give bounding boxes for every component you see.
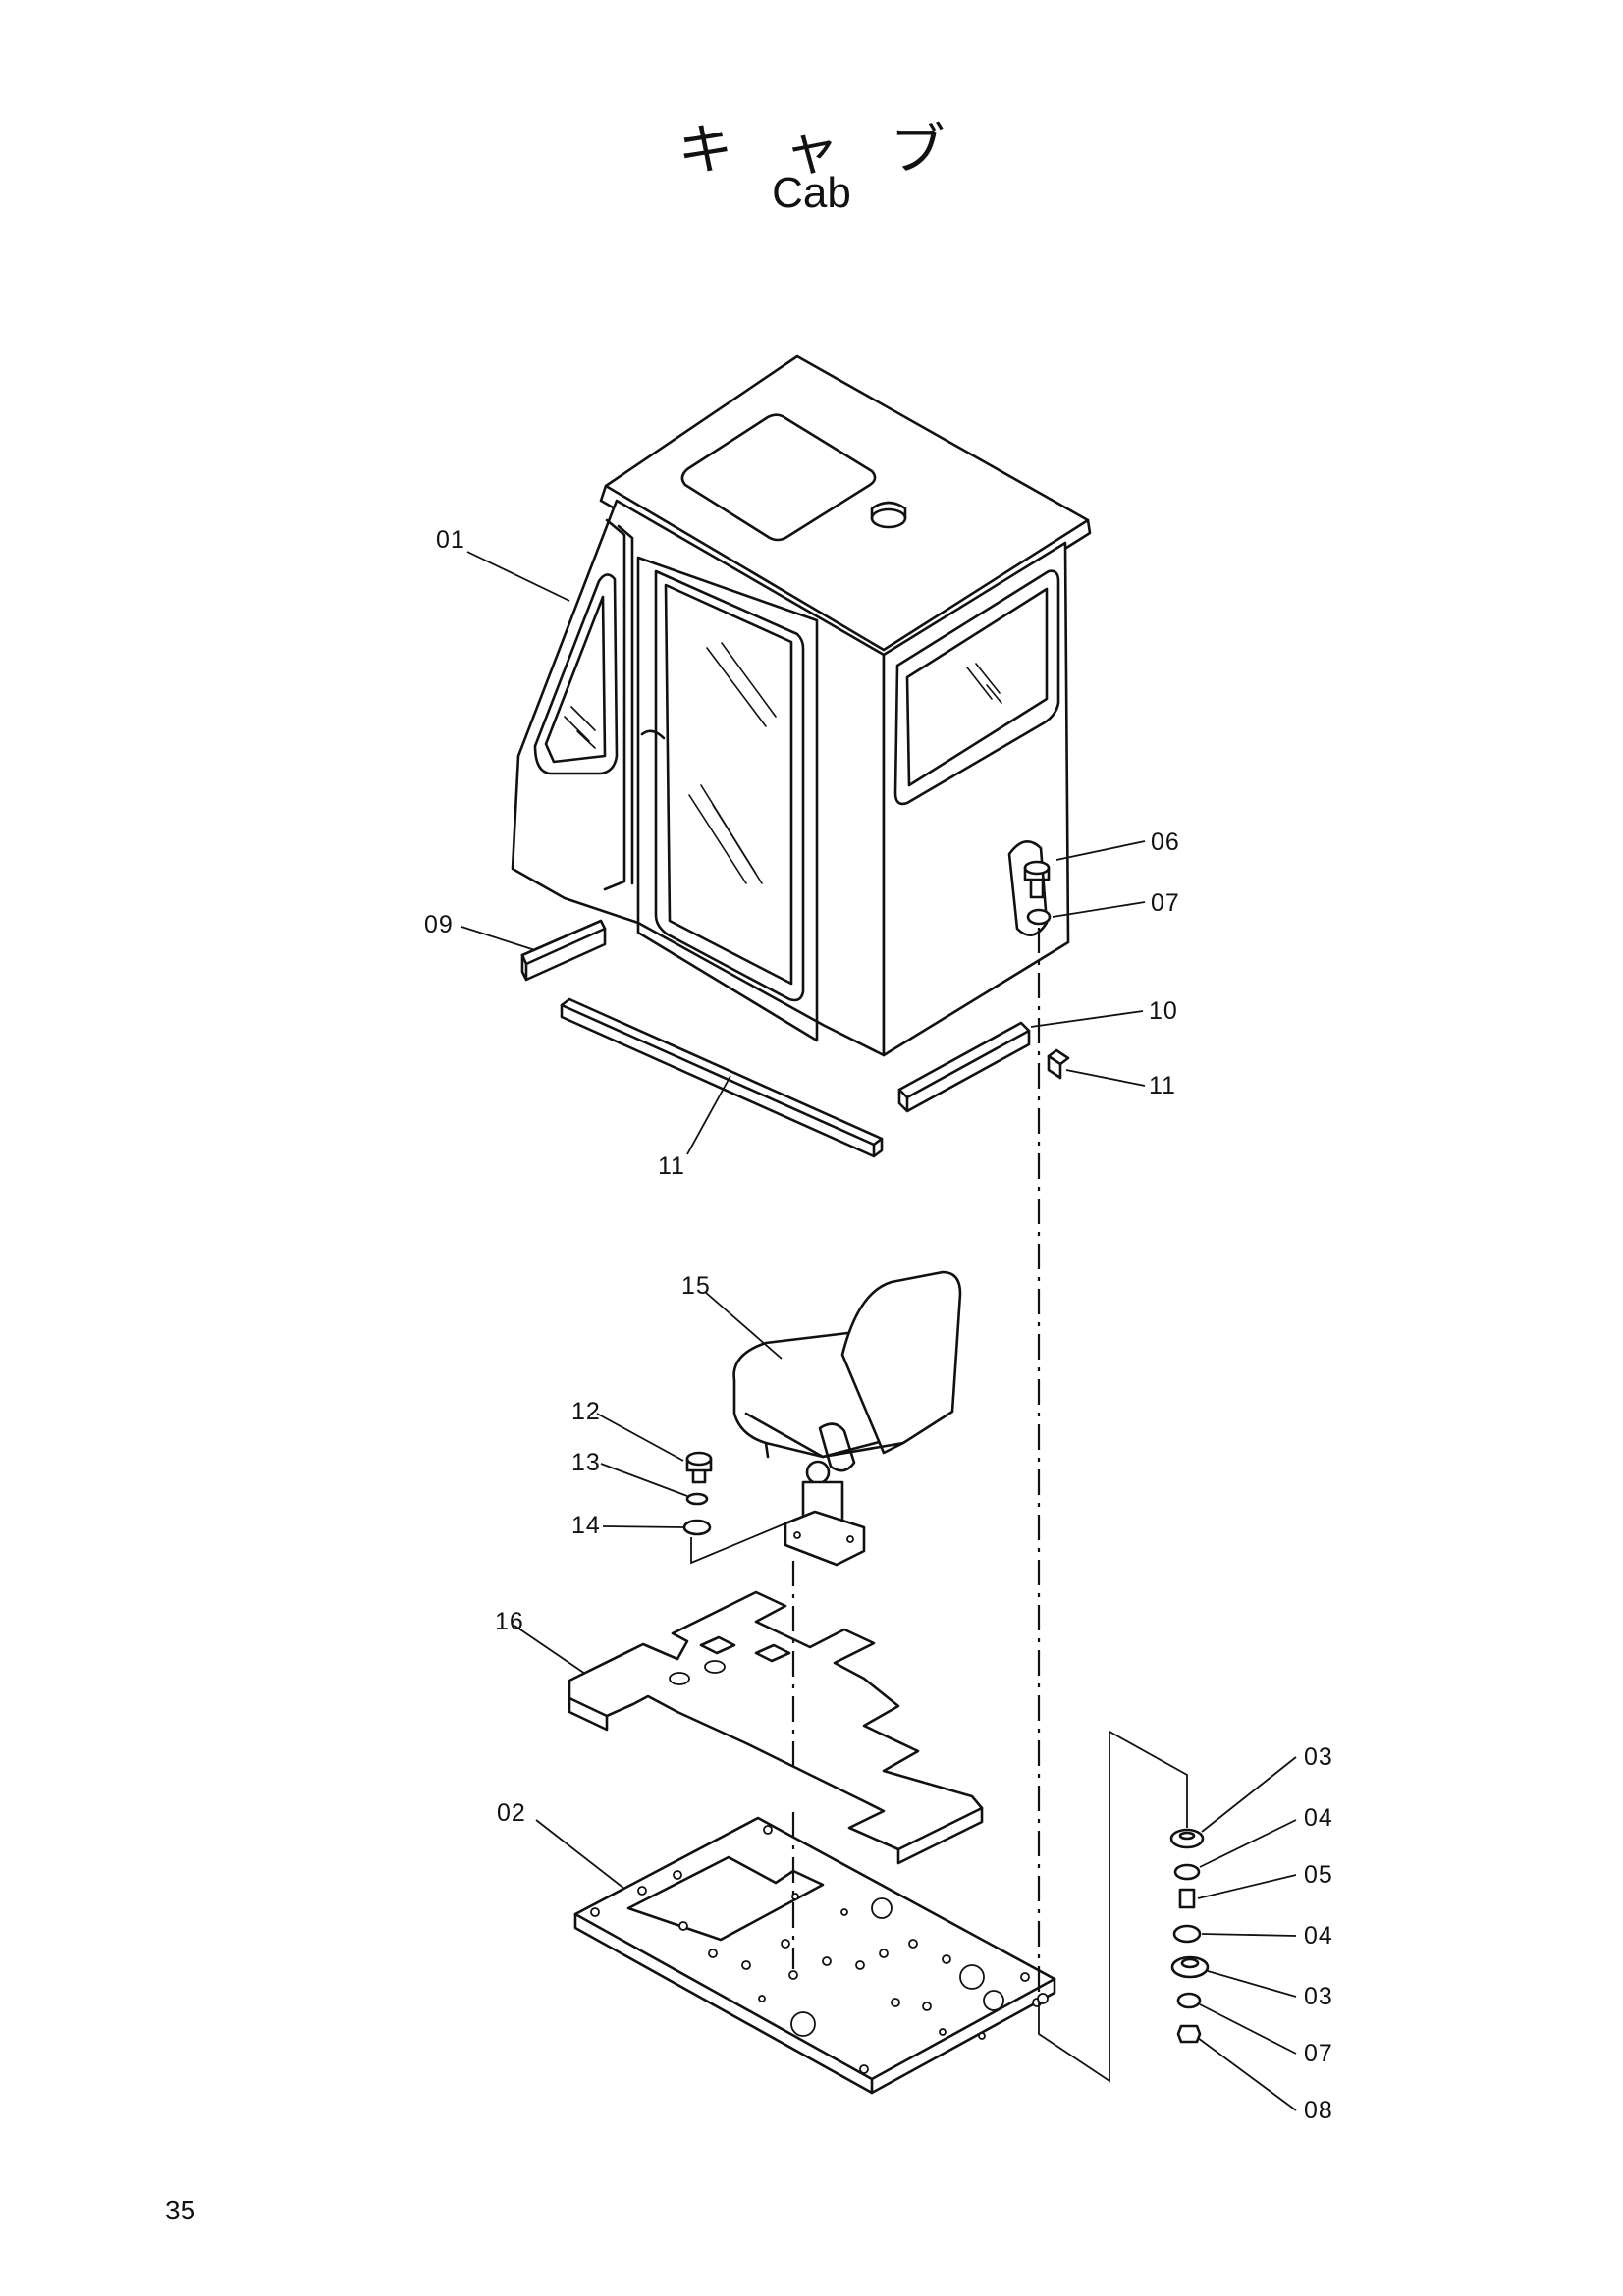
callout-11-right: 11 [1149,1072,1176,1099]
callout-02: 02 [497,1799,526,1827]
callout-03-top: 03 [1304,1743,1333,1771]
callout-04-bottom: 04 [1304,1922,1333,1949]
floor-plate-02 [573,1816,1056,2095]
page-title-japanese: キャブ [677,119,997,183]
callout-03-bottom: 03 [1304,1983,1333,2010]
rail-11-short [1047,1048,1070,1066]
bolt-06 [1023,860,1051,899]
callout-04-top: 04 [1304,1804,1333,1832]
callout-08: 08 [1304,2097,1333,2124]
mount-parts [1169,1828,1210,2044]
washer-14 [682,1519,712,1536]
rail-09 [520,919,607,966]
callout-16: 16 [495,1608,524,1635]
bolt-12 [685,1451,713,1484]
callout-06: 06 [1151,828,1180,856]
washer-07 [1026,908,1052,926]
callout-09: 09 [424,911,454,938]
callout-11-left: 11 [658,1152,685,1180]
callout-13: 13 [571,1449,601,1476]
callout-07-cab: 07 [1151,889,1180,917]
page-number: 35 [165,2195,196,2225]
floor-mat-16 [568,1590,984,1851]
callout-15: 15 [681,1272,711,1300]
callout-14: 14 [571,1512,601,1539]
callout-01: 01 [436,526,465,554]
page-title-english: Cab [772,169,851,217]
lock-washer-13 [685,1492,709,1506]
callout-12: 12 [571,1398,601,1425]
callout-07-mount: 07 [1304,2040,1333,2067]
operator-seat [732,1270,962,1567]
cab-assembly [511,354,1092,1057]
callout-10: 10 [1149,997,1178,1025]
callout-05: 05 [1304,1861,1333,1889]
